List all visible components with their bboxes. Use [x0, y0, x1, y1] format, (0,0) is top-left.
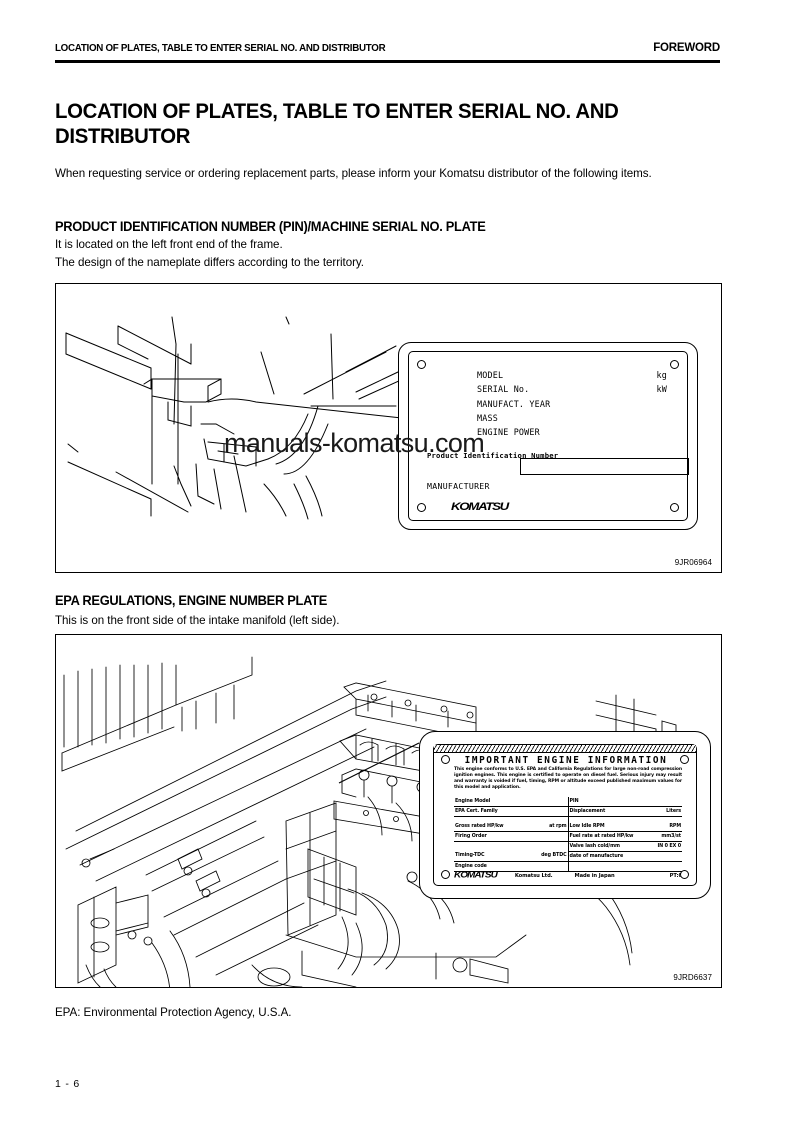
screw-icon — [417, 503, 426, 512]
nameplate-inner-border: MODEL SERIAL No. MANUFACT. YEAR MASS ENG… — [408, 351, 689, 521]
komatsu-logo: KOMATSU — [451, 500, 509, 513]
epa-plate-line-1: This is on the front side of the intake … — [55, 614, 340, 627]
epa-row-engine-code-value — [567, 861, 682, 872]
nameplate-unit-power: kW — [656, 384, 667, 395]
header-divider — [55, 60, 720, 63]
screw-icon — [670, 503, 679, 512]
callout-leader-line — [338, 742, 420, 784]
komatsu-logo: KOMATSU — [454, 871, 498, 880]
nameplate-field-mass: MASS — [477, 412, 498, 423]
epa-row-firing-order-label: Firing Order — [454, 831, 568, 842]
epa-plate-code: PT:0 — [669, 873, 682, 879]
epa-row-cert-family-label: EPA Cert. Family — [454, 806, 568, 817]
table-row: Engine code — [454, 861, 682, 872]
machine-frame-line-drawing — [65, 316, 412, 520]
epa-footnote: EPA: Environmental Protection Agency, U.… — [55, 1006, 292, 1019]
epa-row-empty-left — [454, 842, 568, 852]
nameplate-field-serial-no: SERIAL No. — [477, 384, 530, 395]
figure-engine-number-plate-location: IMPORTANT ENGINE INFORMATION This engine… — [55, 634, 722, 988]
page-title: LOCATION OF PLATES, TABLE TO ENTER SERIA… — [55, 100, 619, 148]
epa-plate-company: Komatsu Ltd. — [514, 873, 553, 879]
figure-code-engine-plate: 9JRD6637 — [673, 973, 712, 982]
page-number: 1 - 6 — [55, 1078, 81, 1090]
epa-plate-footer: KOMATSU Komatsu Ltd. Made in Japan PT:0 — [454, 869, 682, 880]
epa-row-engine-model-label: Engine Model — [454, 797, 568, 807]
header-section-title: LOCATION OF PLATES, TABLE TO ENTER SERIA… — [55, 42, 386, 54]
nameplate-field-model: MODEL — [477, 370, 504, 380]
screw-icon — [417, 360, 426, 369]
nameplate-field-engine-power: ENGINE POWER — [477, 427, 540, 438]
figure-code-pin-plate: 9JR06964 — [674, 558, 712, 567]
epa-plate-title: IMPORTANT ENGINE INFORMATION — [464, 755, 668, 766]
epa-plate-inner-border: IMPORTANT ENGINE INFORMATION This engine… — [433, 744, 697, 886]
header-chapter-title: FOREWORD — [653, 42, 720, 54]
nameplate-field-manufact-year: MANUFACT. YEAR — [477, 398, 551, 409]
nameplate-field-units: kg kW — [657, 368, 667, 397]
pin-plate-line-2: The design of the nameplate differs acco… — [55, 255, 364, 269]
epa-row-date-of-manufacture-label: date of manufacture — [567, 851, 682, 862]
pin-plate-line-1: It is located on the left front end of t… — [55, 238, 283, 251]
table-row: Engine Model PIN — [454, 797, 682, 807]
epa-plate-hatch-band — [434, 745, 696, 753]
screw-icon — [441, 870, 450, 879]
epa-plate-paragraph: This engine conforms to U.S. EPA and Cal… — [454, 767, 682, 791]
epa-row-pin-label: PIN — [567, 797, 682, 807]
nameplate-pin-label: Product Identification Number — [427, 451, 559, 460]
table-spacer-row — [454, 816, 682, 822]
epa-engine-information-plate: IMPORTANT ENGINE INFORMATION This engine… — [419, 731, 711, 899]
epa-plate-table: Engine Model PIN EPA Cert. Family Di — [454, 797, 682, 885]
screw-icon — [670, 360, 679, 369]
nameplate-pin-entry-box — [520, 458, 689, 475]
figure-pin-plate-location: MODEL SERIAL No. MANUFACT. YEAR MASS ENG… — [55, 283, 722, 573]
screw-icon — [680, 755, 689, 764]
epa-row-engine-code-label: Engine code — [454, 861, 568, 872]
section-heading-epa-plate: EPA REGULATIONS, ENGINE NUMBER PLATE — [55, 593, 327, 608]
watermark: manuals-komatsu.com — [224, 428, 485, 458]
nameplate-unit-mass: kg — [656, 370, 667, 380]
intro-paragraph: When requesting service or ordering repl… — [55, 167, 652, 180]
pin-nameplate: MODEL SERIAL No. MANUFACT. YEAR MASS ENG… — [398, 342, 698, 530]
nameplate-manufacturer-label: MANUFACTURER — [427, 481, 490, 491]
running-header: LOCATION OF PLATES, TABLE TO ENTER SERIA… — [55, 42, 720, 54]
nameplate-field-labels: MODEL SERIAL No. MANUFACT. YEAR MASS ENG… — [477, 368, 550, 439]
section-body-epa-plate: This is on the front side of the intake … — [55, 612, 715, 630]
epa-plate-origin: Made in Japan — [574, 873, 615, 879]
section-heading-pin-plate: PRODUCT IDENTIFICATION NUMBER (PIN)/MACH… — [55, 219, 486, 234]
screw-icon — [441, 755, 450, 764]
section-body-pin-plate: It is located on the left front end of t… — [55, 236, 715, 271]
screw-icon — [680, 870, 689, 879]
